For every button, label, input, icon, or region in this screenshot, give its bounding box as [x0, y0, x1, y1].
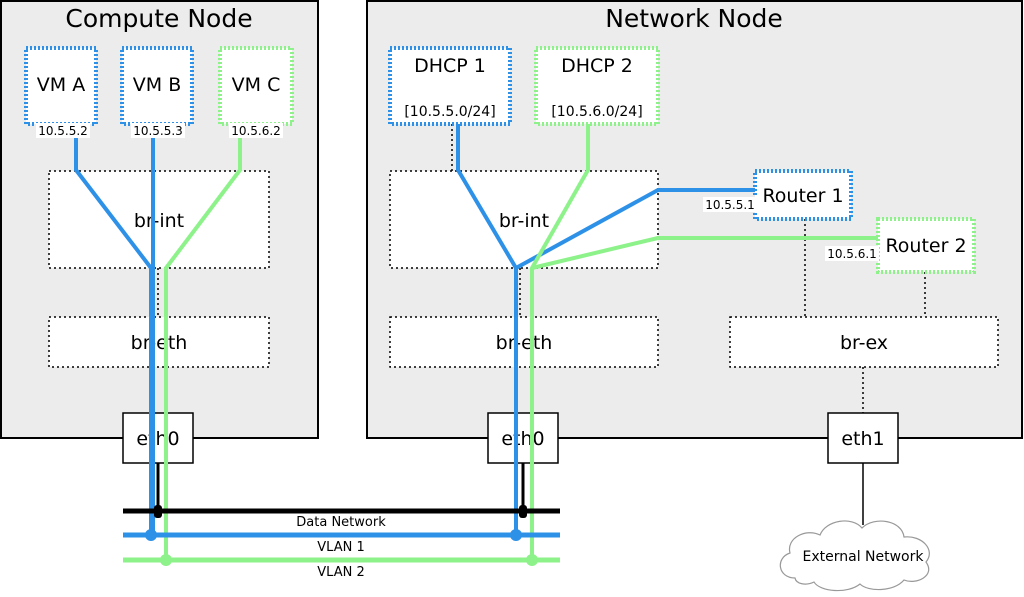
router-1-box [753, 169, 853, 221]
router-1-ip: 10.5.5.1 [705, 198, 755, 212]
network-br-int-label: br-int [499, 210, 549, 232]
vm-a-label: VM A [37, 74, 85, 96]
dhcp-1-box [388, 46, 512, 126]
path-router1 [515, 188, 755, 270]
network-data-junction [519, 505, 527, 518]
compute-vlan1-junction [145, 529, 157, 541]
network-eth0-label: eth0 [501, 428, 544, 450]
vm-boxes [24, 46, 294, 126]
network-vlan1-junction [510, 529, 522, 541]
external-network-label: External Network [803, 549, 925, 565]
router-2-ip: 10.5.6.1 [827, 247, 877, 261]
network-eth1-label: eth1 [841, 428, 884, 450]
green-network-paths [164, 124, 878, 560]
compute-node-title: Compute Node [65, 4, 252, 33]
vm-b-ip: 10.5.5.3 [133, 124, 183, 138]
dhcp-2-box [534, 46, 660, 126]
vlan-2-label: VLAN 2 [317, 565, 364, 580]
compute-eth0-box [122, 412, 194, 464]
data-network-label: Data Network [296, 515, 386, 530]
dhcp-1-subnet: [10.5.5.0/24] [404, 104, 495, 120]
compute-br-int-box [48, 170, 270, 269]
network-br-ex-box [729, 316, 999, 368]
vm-b-label: VM B [133, 74, 181, 96]
blue-network-paths [74, 124, 755, 535]
dhcp-2-label: DHCP 2 [561, 55, 633, 77]
compute-br-int-label: br-int [134, 210, 184, 232]
dhcp-1-label: DHCP 1 [414, 55, 486, 77]
network-br-eth-label: br-eth [496, 332, 553, 354]
router-2-label: Router 2 [885, 235, 966, 257]
vm-a-ip-bg [36, 123, 90, 138]
compute-vlan2-junction [160, 554, 172, 566]
router-1-label: Router 1 [762, 185, 843, 207]
compute-br-eth-label: br-eth [131, 332, 188, 354]
vm-c-ip-bg [229, 123, 283, 138]
path-router2 [531, 236, 878, 270]
router-1-ip-bg [703, 197, 757, 212]
compute-eth0-label: eth0 [136, 428, 179, 450]
network-eth0-box [487, 412, 559, 464]
network-br-int-box [389, 170, 659, 269]
compute-br-eth-box [48, 316, 270, 368]
vlan-1-label: VLAN 1 [317, 540, 364, 555]
compute-data-junction [154, 505, 162, 518]
network-vlan2-junction [526, 554, 538, 566]
router-2-ip-bg [825, 246, 879, 261]
vm-c-label: VM C [232, 74, 281, 96]
path-dhcp1 [456, 124, 518, 535]
vm-b-ip-bg [131, 123, 185, 138]
external-network-cloud-icon [779, 520, 930, 592]
router-2-box [876, 217, 976, 274]
vm-c-ip: 10.5.6.2 [231, 124, 281, 138]
path-vmc [164, 138, 242, 560]
bridge-boxes [48, 170, 999, 368]
junction-markers [145, 505, 538, 566]
network-eth1-box [827, 412, 899, 464]
network-br-eth-box [389, 316, 659, 368]
vm-a-ip: 10.5.5.2 [38, 124, 88, 138]
network-node-title: Network Node [605, 4, 783, 33]
path-dhcp2 [530, 124, 590, 560]
network-br-ex-label: br-ex [840, 332, 888, 354]
dhcp-2-subnet: [10.5.6.0/24] [551, 104, 642, 120]
